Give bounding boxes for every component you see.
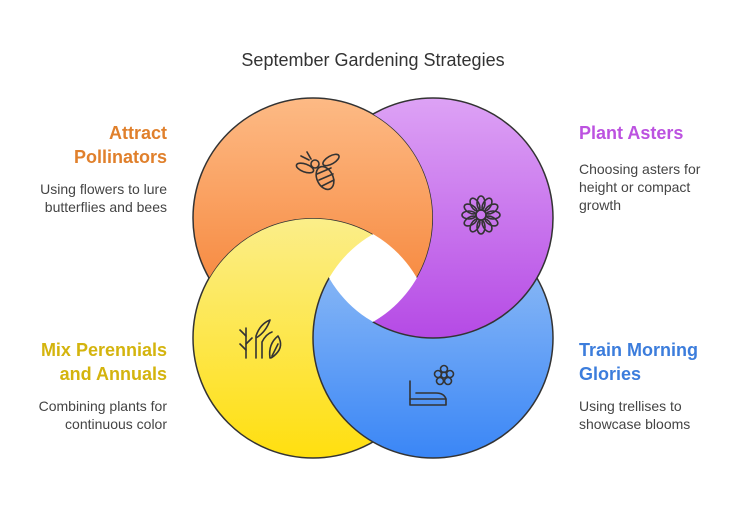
desc-line: Combining plants for: [38, 398, 167, 414]
bee-icon: [295, 151, 340, 191]
aster-petal: [476, 219, 486, 235]
desc-line: Choosing asters for: [579, 161, 701, 177]
desc-line: growth: [579, 197, 622, 213]
aster-petal: [463, 215, 478, 227]
heading-line: Glories: [579, 364, 642, 384]
heading-attract-pollinators: Attract Pollinators: [30, 121, 167, 169]
desc-line: butterflies and bees: [44, 199, 167, 215]
heading-mix-perennials: Mix Perennials and Annuals: [10, 338, 167, 386]
aster-petal: [484, 203, 499, 215]
desc-attract-pollinators: Using flowers to lure butterflies and be…: [10, 180, 167, 216]
heading-plant-asters: Plant Asters: [579, 121, 739, 145]
trellis-flower-icon: [409, 364, 455, 406]
desc-line: height or compact: [579, 179, 691, 195]
heading-line: Train Morning: [579, 340, 698, 360]
plants-icon: [239, 319, 282, 359]
desc-train-morning-glories: Using trellises to showcase blooms: [579, 397, 739, 433]
aster-petal: [463, 203, 478, 215]
aster-petal: [476, 195, 486, 211]
desc-plant-asters: Choosing asters for height or compact gr…: [579, 160, 739, 214]
aster-petal: [481, 218, 493, 233]
desc-line: showcase blooms: [579, 416, 691, 432]
aster-petal: [469, 197, 481, 212]
aster-flower-icon: [461, 195, 501, 235]
heading-line: Pollinators: [73, 147, 167, 167]
heading-line: Mix Perennials: [40, 340, 167, 360]
aster-petal: [484, 215, 499, 227]
diagram-title: September Gardening Strategies: [241, 50, 505, 70]
heading-train-morning-glories: Train Morning Glories: [579, 338, 739, 386]
segment-asters: [312, 97, 554, 339]
aster-petal: [461, 210, 477, 220]
desc-line: continuous color: [65, 416, 167, 432]
desc-mix-perennials: Combining plants for continuous color: [10, 397, 167, 433]
heading-line: Plant Asters: [579, 123, 684, 143]
aster-petal: [469, 218, 481, 233]
heading-line: and Annuals: [59, 364, 167, 384]
aster-petal: [481, 197, 493, 212]
heading-line: Attract: [108, 123, 167, 143]
desc-line: Using trellises to: [579, 398, 682, 414]
desc-line: Using flowers to lure: [40, 181, 167, 197]
aster-petal: [485, 210, 501, 220]
